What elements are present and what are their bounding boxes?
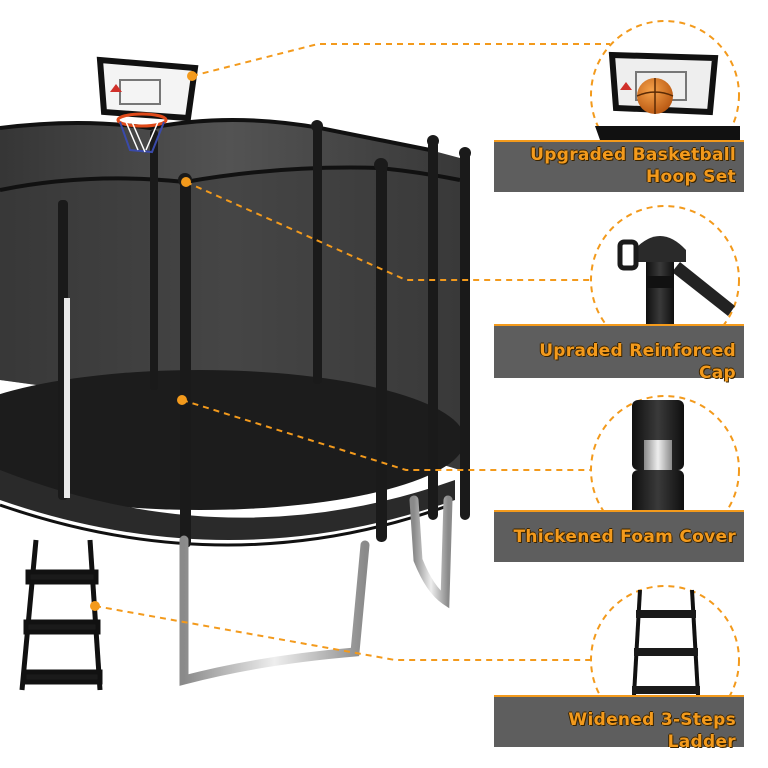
- feature-label-ladder: Widened 3-Steps Ladder: [494, 695, 744, 752]
- leader-lines: [94, 43, 610, 661]
- basketball-hoop: [96, 56, 199, 154]
- feature-label-hoop: Upgraded Basketball Hoop Set: [494, 140, 744, 192]
- feature-label-text: Upraded Reinforced Cap: [539, 341, 736, 383]
- jumping-mat: [0, 370, 465, 547]
- feature-label-text: Upgraded Basketball: [530, 145, 736, 165]
- enclosure-poles: [58, 120, 471, 548]
- feature-label-text: Hoop Set: [646, 167, 736, 187]
- leader-dots: [90, 71, 197, 611]
- detail-circle-cap: [590, 205, 740, 355]
- feature-label-foam: Thickened Foam Cover: [494, 510, 744, 562]
- feature-label-text: Thickened Foam Cover: [513, 527, 736, 547]
- feature-label-cap: Upraded Reinforced Cap: [494, 324, 744, 383]
- detail-circle-foam: [590, 395, 740, 545]
- ladder: [19, 539, 103, 691]
- feature-label-text: Widened 3-Steps Ladder: [568, 710, 736, 752]
- detail-circle-hoop: [590, 20, 740, 170]
- steel-legs: [179, 495, 453, 686]
